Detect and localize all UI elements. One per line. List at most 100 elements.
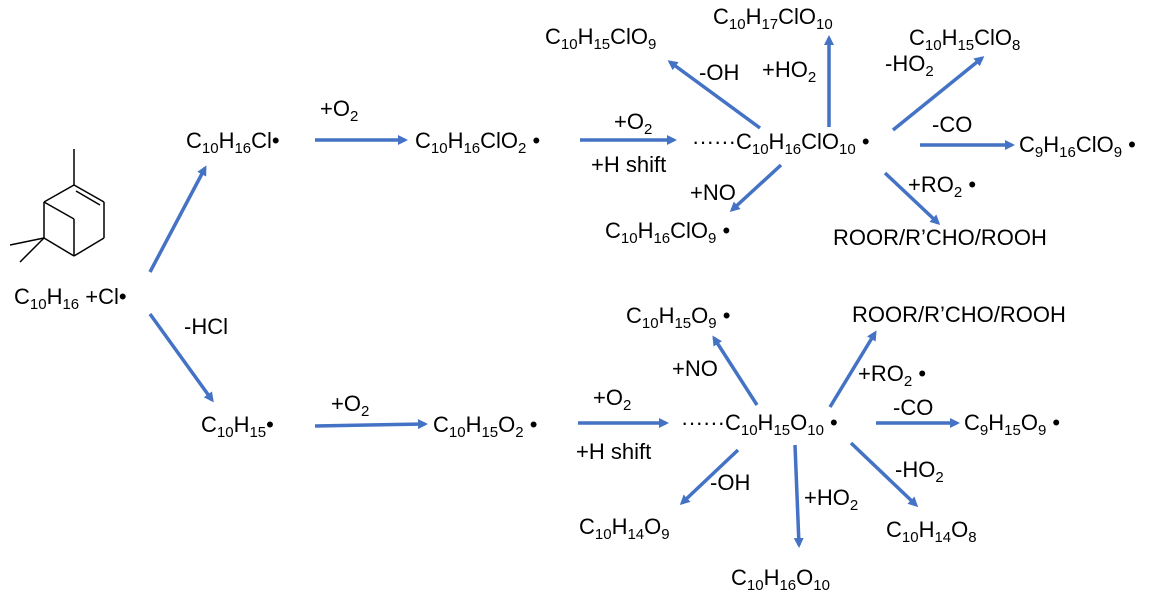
formula-subscript: 9 xyxy=(1037,422,1047,439)
formula-subscript: 9 xyxy=(979,422,989,439)
formula-subscript: 9 xyxy=(648,36,657,53)
formula-subscript: 16 xyxy=(234,140,252,157)
bond xyxy=(43,184,75,203)
formula-text: • xyxy=(912,361,927,386)
formula-subscript: 10 xyxy=(813,577,830,594)
formula-subscript: 2 xyxy=(925,63,934,80)
node-c10h17clo10: C10H17ClO10 xyxy=(713,4,833,33)
arrow-ho2-minus-bot xyxy=(849,441,919,508)
formula-text: H xyxy=(988,410,1005,435)
edge-label-ho2-minus-bot: -HO2 xyxy=(895,457,944,486)
node-c10h14o9: C10H14O9 xyxy=(579,514,670,543)
node-c10h16clo9: C10H16ClO9 • xyxy=(605,218,730,247)
arrow-ho2-minus-top xyxy=(891,56,985,132)
formula-text: C xyxy=(545,24,561,49)
edge-label-ro2-bot: +RO2 • xyxy=(858,361,927,390)
formula-subscript: 9 xyxy=(661,526,670,543)
formula-text: -CO xyxy=(893,395,934,420)
formula-text: C xyxy=(201,412,217,437)
formula-subscript: 14 xyxy=(627,526,645,543)
formula-subscript: 9 xyxy=(708,230,717,247)
formula-subscript: 2 xyxy=(622,397,632,414)
formula-subscript: 2 xyxy=(903,373,913,390)
formula-text: H xyxy=(658,303,675,328)
formula-text: C xyxy=(415,128,431,153)
formula-subscript: 10 xyxy=(430,140,448,157)
formula-text: +RO xyxy=(908,172,954,197)
node-c10h15o2: C10H15O2 • xyxy=(433,412,538,441)
formula-subscript: 15 xyxy=(593,36,611,53)
formula-text: C xyxy=(1019,132,1035,157)
formula-subscript: 15 xyxy=(773,422,791,439)
formula-subscript: 17 xyxy=(761,16,779,33)
formula-text: H xyxy=(1043,132,1060,157)
bond xyxy=(43,201,75,220)
formula-text: C xyxy=(964,410,980,435)
formula-text: +NO xyxy=(672,356,718,381)
formula-text: O xyxy=(790,410,808,435)
arrow-ro2-bot xyxy=(828,330,877,408)
formula-text: -HO xyxy=(895,457,936,482)
formula-text: O xyxy=(691,303,709,328)
formula-subscript: 16 xyxy=(653,230,671,247)
formula-text: +H shift xyxy=(576,439,652,464)
formula-text: C xyxy=(605,218,621,243)
formula-subscript: 8 xyxy=(1012,37,1021,54)
formula-text: O xyxy=(644,514,662,539)
formula-text: ClO xyxy=(801,129,840,154)
formula-text: ClO xyxy=(1075,132,1114,157)
formula-subscript: 2 xyxy=(518,140,527,157)
formula-text: H xyxy=(745,4,762,29)
formula-text: H xyxy=(637,218,654,243)
node-c10h15o10: ······C10H15O10 • xyxy=(681,410,838,439)
formula-text: • xyxy=(962,172,977,197)
node-products-top: ROOR/R’CHO/ROOH xyxy=(833,227,1047,249)
formula-subscript: 15 xyxy=(481,424,499,441)
arrow-hcl xyxy=(148,312,214,403)
bond xyxy=(73,184,105,203)
node-c10h15clo9: C10H15ClO9 xyxy=(545,24,656,53)
reactant-formula: C10H16 +Cl• xyxy=(14,286,127,313)
formula-text: C xyxy=(886,517,902,542)
formula-text: • xyxy=(523,412,538,437)
formula-text: C xyxy=(909,25,925,50)
formula-subscript: 10 xyxy=(924,37,942,54)
formula-subscript: 14 xyxy=(934,529,952,546)
formula-subscript: 9 xyxy=(708,315,717,332)
formula-text: • xyxy=(823,410,838,435)
formula-text: H xyxy=(233,412,250,437)
formula-subscript: 10 xyxy=(620,230,638,247)
formula-subscript: 10 xyxy=(216,424,234,441)
formula-subscript: 10 xyxy=(728,16,746,33)
formula-text: H xyxy=(611,514,628,539)
formula-text: H xyxy=(577,24,594,49)
formula-text: ······C xyxy=(681,410,741,435)
node-c10h16o10: C10H16O10 xyxy=(731,565,830,594)
edge-label-o2-bot2: +O2 xyxy=(593,385,631,414)
formula-text: H xyxy=(763,565,780,590)
formula-subscript: 10 xyxy=(201,140,219,157)
formula-subscript: 16 xyxy=(784,141,802,158)
formula-text: C xyxy=(626,303,642,328)
formula-subscript: 15 xyxy=(249,424,267,441)
node-products-bottom: ROOR/R’CHO/ROOH xyxy=(852,304,1066,326)
formula-subscript: 10 xyxy=(816,16,833,33)
formula-text: +O xyxy=(593,385,623,410)
node-c10h16clo10: ······C10H16ClO10 • xyxy=(692,129,870,158)
formula-text: ClO xyxy=(778,4,817,29)
formula-text: ······C xyxy=(692,129,752,154)
methyl-bond xyxy=(9,237,45,246)
formula-text: C xyxy=(186,128,202,153)
formula-subscript: 10 xyxy=(901,529,919,546)
formula-subscript: 10 xyxy=(807,422,824,439)
formula-text: +NO xyxy=(690,180,736,205)
formula-text: ClO xyxy=(974,25,1013,50)
formula-subscript: 10 xyxy=(29,296,47,313)
formula-text: -CO xyxy=(932,112,973,137)
edge-label-no-bot: +NO xyxy=(672,358,718,380)
formula-text: C xyxy=(713,4,729,29)
formula-subscript: 9 xyxy=(1034,144,1044,161)
formula-text: ROOR/R’CHO/ROOH xyxy=(833,225,1047,250)
formula-subscript: 2 xyxy=(953,184,963,201)
